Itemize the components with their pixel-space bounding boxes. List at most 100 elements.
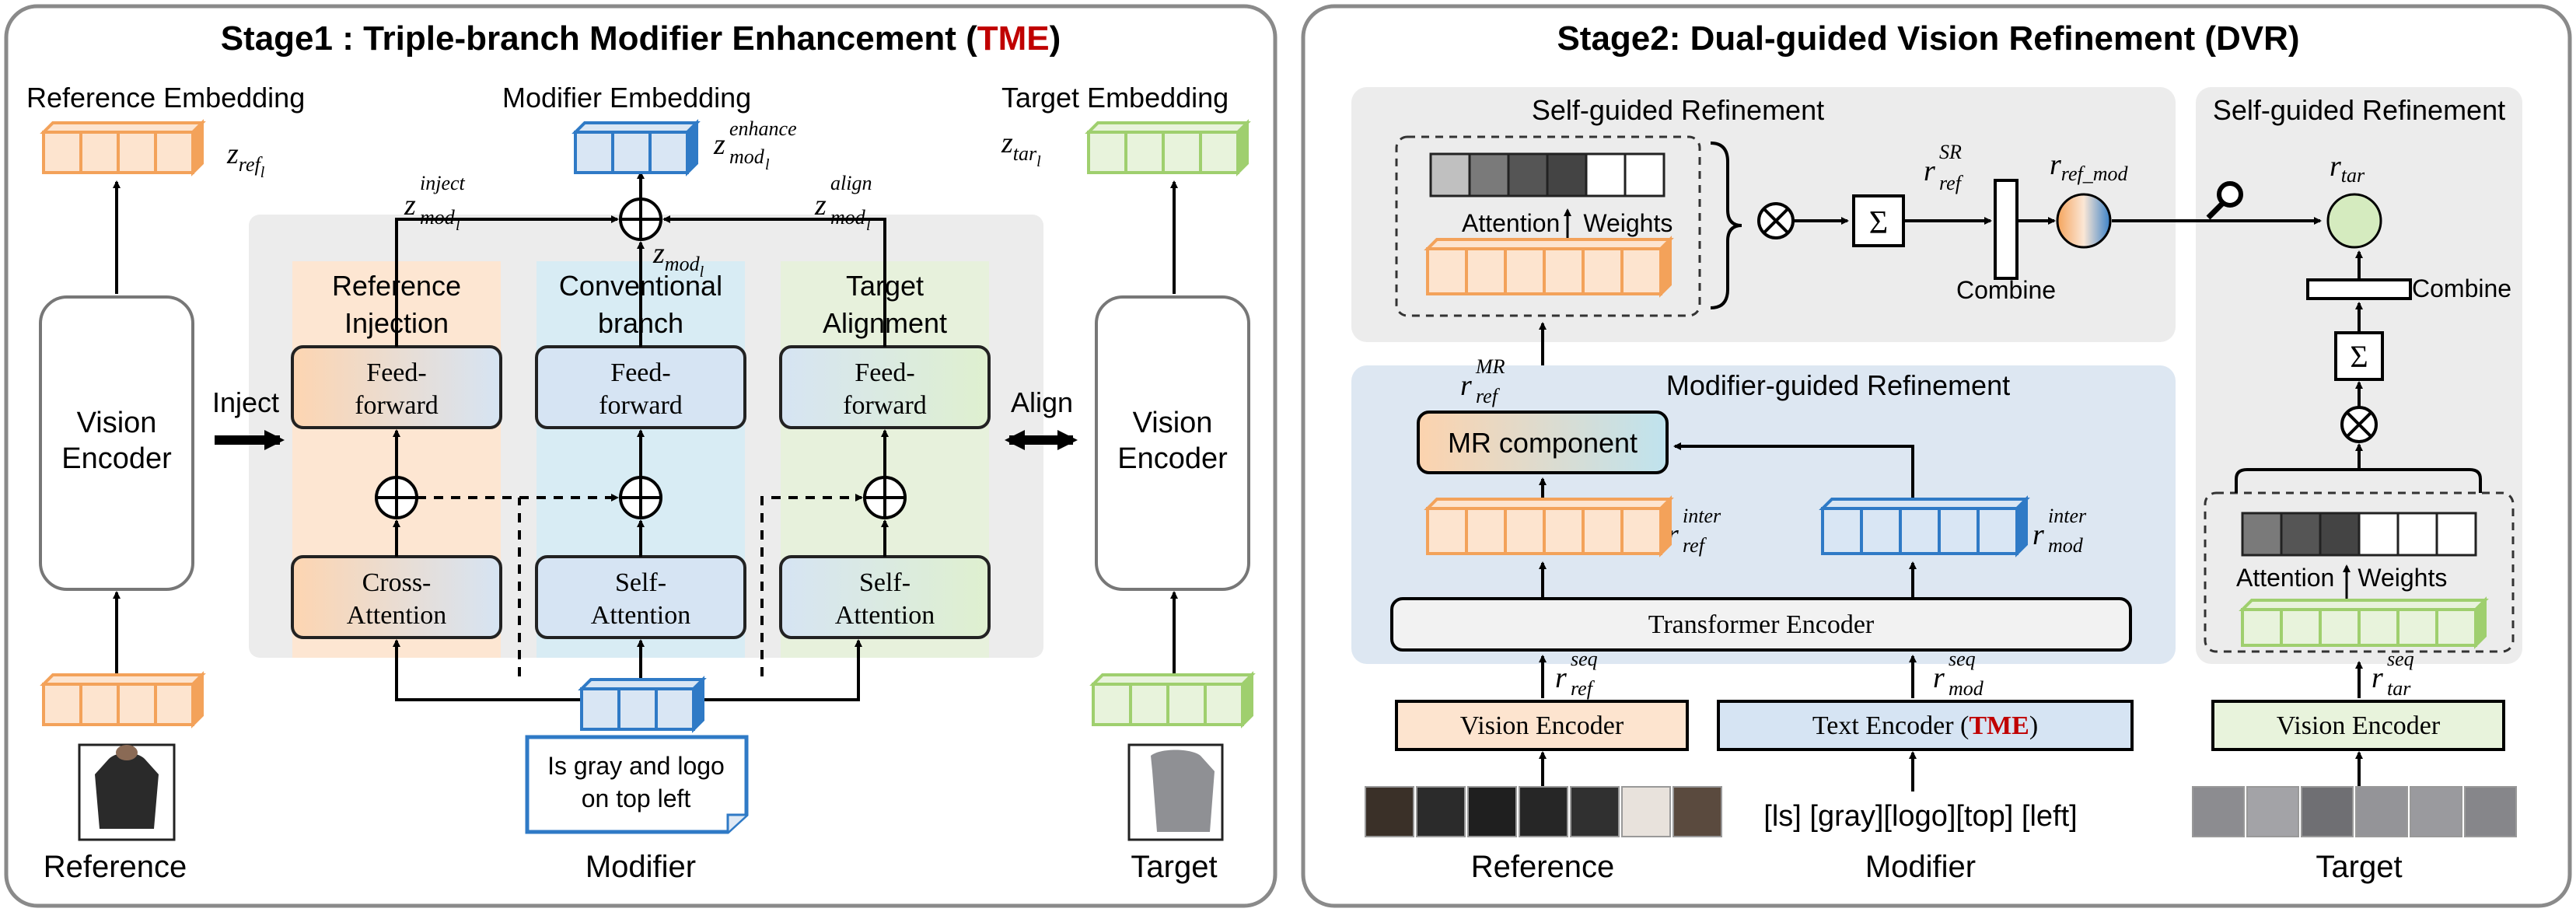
modifier-embedding-block (571, 119, 701, 176)
svg-text:mod: mod (2048, 534, 2084, 557)
multiply-icon (1757, 202, 1795, 239)
embedding-cell (79, 131, 120, 174)
svg-text:mod: mod (729, 145, 765, 168)
embedding-cell (154, 683, 194, 726)
embedding-cell (2241, 608, 2283, 647)
fused-ref-mod-node (2056, 193, 2112, 249)
modifier-label: Modifier (585, 850, 696, 884)
reference-embedding-block (40, 119, 206, 176)
ff-label-3a: Feed- (855, 358, 914, 387)
z-mod-label: zmodl (652, 237, 704, 281)
embedding-cell (1977, 507, 2019, 555)
embedding-cell (2319, 608, 2361, 647)
modifier-label-2: Modifier (1865, 850, 1976, 884)
embedding-cell (2396, 608, 2438, 647)
embedding-cell (580, 687, 620, 731)
text-encoder-label: Text Encoder (TME) (1812, 711, 2038, 740)
svg-text:l: l (765, 156, 770, 173)
svg-text:r: r (1460, 369, 1472, 402)
svg-text:z: z (814, 189, 827, 222)
search-icon (2206, 181, 2243, 220)
svg-text:r: r (1924, 155, 1935, 187)
z-align-label: z align mod l (814, 172, 872, 234)
inject-label: Inject (212, 386, 279, 418)
modifier-text-note: Is gray and logo on top left (525, 735, 749, 834)
ff-label-2b: forward (599, 391, 683, 420)
embedding-cell (1860, 507, 1902, 555)
r-ref-seq-label: r seq ref (1555, 648, 1598, 700)
svg-text:z: z (404, 189, 416, 222)
svg-text:tar: tar (2387, 677, 2411, 700)
target-image (1127, 743, 1224, 841)
vision-encoder-tar-box (2211, 700, 2505, 751)
embedding-cell (1465, 507, 1507, 555)
modifier-tokens: [ls] [gray][logo][top] [left] (1763, 800, 2077, 833)
embedding-cell (1821, 507, 1863, 555)
att-label-3a: Self- (859, 568, 911, 597)
mod-inter-block (1819, 495, 2030, 557)
embedding-cell (1162, 131, 1202, 174)
embedding-cell (1620, 507, 1662, 555)
svg-text:seq: seq (1571, 648, 1598, 670)
r-mod-inter-label: r inter mod (2032, 505, 2087, 557)
svg-text:ref: ref (1939, 172, 1964, 194)
svg-text:r: r (2372, 662, 2383, 694)
embedding-cell (1087, 131, 1127, 174)
sum-box-top (1852, 194, 1905, 247)
svg-text:inject: inject (420, 172, 466, 194)
embedding-cell (1543, 247, 1585, 295)
reference-patches (1365, 786, 1722, 837)
attention-weights-right (2241, 512, 2477, 557)
reference-label: Reference (44, 850, 187, 884)
stage2-title: Stage2: Dual-guided Vision Refinement (D… (1557, 19, 2299, 58)
embedding-cell (42, 131, 82, 174)
modifier-guided-title: Modifier-guided Refinement (1666, 369, 2010, 401)
embedding-cell (1582, 507, 1624, 555)
svg-text:SR: SR (1939, 141, 1962, 163)
att-label-1a: Cross- (362, 568, 432, 597)
embedding-cell (1504, 507, 1546, 555)
mr-component-box (1417, 411, 1669, 474)
vision-encoder-right (1095, 295, 1250, 591)
ff-label-1b: forward (355, 391, 439, 420)
sum-box-right (2334, 331, 2384, 381)
ref-seq-attention-block (1424, 236, 1674, 298)
transformer-encoder-box (1390, 597, 2132, 652)
ff-label-3b: forward (843, 391, 927, 420)
embedding-cell (1426, 507, 1468, 555)
attention-weights-left (1429, 152, 1665, 197)
embedding-cell (2435, 608, 2477, 647)
multiply-icon-right (2340, 406, 2378, 443)
embedding-cell (117, 131, 157, 174)
embedding-cell (1543, 507, 1585, 555)
note-line-1: Is gray and logo (547, 752, 725, 780)
target-label: Target (1131, 850, 1217, 884)
modifier-token-block (578, 676, 707, 733)
svg-text:mod: mod (830, 206, 866, 229)
transformer-encoder-label: Transformer Encoder (1648, 610, 1875, 639)
vision-encoder-tar-label: Vision Encoder (2277, 711, 2441, 740)
svg-text:r: r (1933, 662, 1945, 694)
modifier-embedding-label: Modifier Embedding (502, 82, 751, 114)
svg-text:l: l (866, 217, 871, 234)
vision-encoder-right-l1: Vision (1133, 407, 1213, 439)
svg-text:seq: seq (1949, 648, 1976, 670)
z-ref-label: zrefl (226, 138, 265, 181)
vision-encoder-left-l1: Vision (77, 407, 157, 439)
add-icons (375, 197, 907, 519)
r-ref-sr-label: r SR ref (1924, 141, 1964, 194)
svg-text:inter: inter (1683, 505, 1721, 527)
sum-symbol-right: Σ (2350, 339, 2368, 374)
combine-label-top: Combine (1956, 276, 2056, 304)
align-label: Align (1011, 386, 1073, 418)
combine-bar-top (1994, 179, 2019, 280)
self-guided-title: Self-guided Refinement (1532, 94, 1824, 126)
vision-encoder-ref-label: Vision Encoder (1460, 711, 1624, 740)
embedding-blocks (40, 119, 2489, 733)
embedding-cell (117, 683, 157, 726)
svg-text:mod: mod (1949, 677, 1984, 700)
r-tar-label: rtar (2330, 150, 2365, 187)
embedding-cell (611, 131, 652, 174)
